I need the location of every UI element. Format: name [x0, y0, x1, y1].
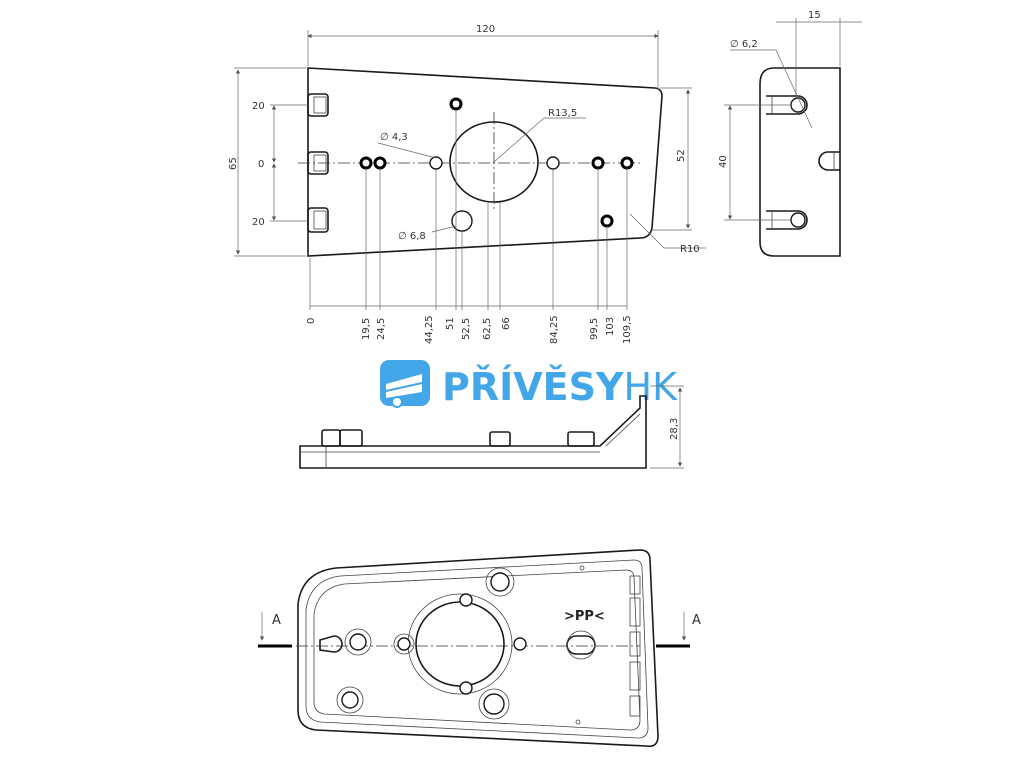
side-view-outline — [759, 67, 841, 257]
dim-front-height: 28,3 — [669, 418, 680, 440]
hole — [429, 156, 443, 170]
dim-side-hole: ∅ 6,2 — [730, 39, 758, 50]
front-view: 28,3 — [299, 385, 684, 469]
section-marker-left: A — [258, 612, 292, 648]
hole — [591, 156, 605, 170]
hole — [546, 156, 560, 170]
dim-overall-width: 120 — [476, 24, 495, 35]
brand-logo: PŘÍVĚSYHK — [380, 360, 678, 409]
dim-hole-small: ∅ 4,3 — [380, 132, 408, 143]
brand-name-light: HK — [624, 365, 679, 409]
dim-side-40: 40 — [718, 155, 729, 168]
dim-height-65: 65 — [228, 157, 239, 170]
dim-hole-large: ∅ 6,8 — [398, 231, 426, 242]
x-position-chain: 0 19,5 24,5 44,25 51 52,5 62,5 66 84,25 … — [306, 110, 633, 344]
x-pos-99-5: 99,5 — [589, 318, 600, 340]
hole — [359, 156, 373, 170]
bottom-view: >PP< A A — [258, 549, 701, 748]
hole — [373, 156, 387, 170]
section-label-left: A — [272, 613, 281, 628]
dim-zero-vertical: 0 — [258, 159, 264, 170]
dim-right-height: 52 — [676, 149, 687, 162]
hole — [451, 210, 473, 232]
dim-side-width: 15 — [808, 10, 821, 21]
svg-text:PŘÍVĚSYHK: PŘÍVĚSYHK — [442, 365, 678, 409]
dim-offset-lower: 20 — [252, 217, 265, 228]
top-view: 120 65 20 0 20 52 ∅ 4,3 ∅ 6,8 R13,5 R10 — [228, 24, 706, 344]
dim-offset-upper: 20 — [252, 101, 265, 112]
x-pos-19-5: 19,5 — [361, 318, 372, 340]
hole — [449, 97, 463, 111]
side-view: 15 ∅ 6,2 40 — [718, 10, 862, 257]
x-pos-44-25: 44,25 — [424, 315, 435, 344]
front-view-outline — [299, 395, 647, 469]
brand-name-bold: PŘÍVĚSY — [442, 365, 624, 409]
x-pos-109-5: 109,5 — [622, 315, 633, 344]
x-pos-51: 51 — [445, 317, 456, 330]
trailer-icon — [380, 360, 430, 408]
x-pos-52-5: 52,5 — [461, 318, 472, 340]
section-label-right: A — [692, 613, 701, 628]
hole — [600, 214, 614, 228]
x-pos-62-5: 62,5 — [482, 318, 493, 340]
x-pos-66: 66 — [501, 317, 512, 330]
hole — [620, 156, 634, 170]
pp-marking: >PP< — [564, 609, 605, 624]
section-marker-right: A — [656, 612, 701, 648]
dim-center-radius: R13,5 — [548, 108, 577, 119]
bottom-view-outline — [297, 549, 659, 748]
x-pos-0: 0 — [306, 318, 317, 324]
x-pos-103: 103 — [605, 317, 616, 336]
x-pos-84-25: 84,25 — [549, 315, 560, 344]
dim-corner-radius: R10 — [680, 244, 700, 255]
x-pos-24-5: 24,5 — [376, 318, 387, 340]
